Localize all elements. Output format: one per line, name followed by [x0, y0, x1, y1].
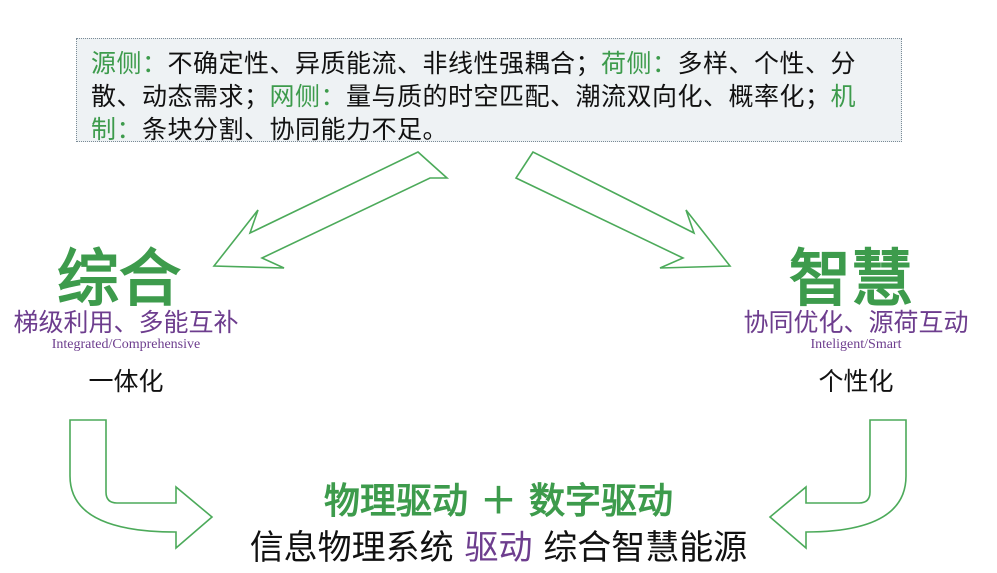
drive-word: 驱动	[464, 528, 533, 568]
mechanism-text: 条块分割、协同能力不足。	[142, 115, 449, 144]
source-side-label: 源侧：	[91, 49, 168, 78]
load-side-label: 荷侧：	[601, 49, 678, 78]
cps-text: 信息物理系统	[249, 528, 454, 568]
arrow-left-to-bottom	[69, 419, 214, 550]
integrated-subtitle: 梯级利用、多能互补	[13, 308, 239, 337]
arrow-to-smart	[514, 150, 732, 269]
integrated-note: 一体化	[88, 367, 164, 396]
source-side-text: 不确定性、异质能流、非线性强耦合；	[167, 49, 602, 78]
integrated-title: 综合	[56, 242, 181, 315]
grid-side-text: 量与质的时空匹配、潮流双向化、概率化；	[346, 82, 831, 111]
cps-line: 信息物理系统 驱动 综合智慧能源	[0, 520, 997, 569]
smart-title: 智慧	[788, 242, 913, 315]
load-side-text: 多样、个性、分散、动态需求；	[91, 49, 857, 111]
smart-note: 个性化	[818, 367, 894, 396]
arrow-right-to-bottom	[768, 419, 907, 550]
integrated-english: Integrated/Comprehensive	[51, 337, 201, 352]
arrow-to-integrated	[212, 151, 450, 269]
grid-side-label: 网侧：	[269, 82, 347, 111]
mechanism-label: 机制：	[91, 82, 857, 144]
drive-title: 物理驱动 ＋ 数字驱动	[323, 480, 674, 522]
integrated-smart-energy: 综合智慧能源	[543, 528, 748, 568]
challenge-box: 源侧：不确定性、异质能流、非线性强耦合；荷侧：多样、个性、分散、动态需求；网侧：…	[76, 38, 902, 144]
smart-subtitle: 协同优化、源荷互动	[743, 308, 969, 337]
smart-english: Inteligent/Smart	[810, 337, 902, 352]
